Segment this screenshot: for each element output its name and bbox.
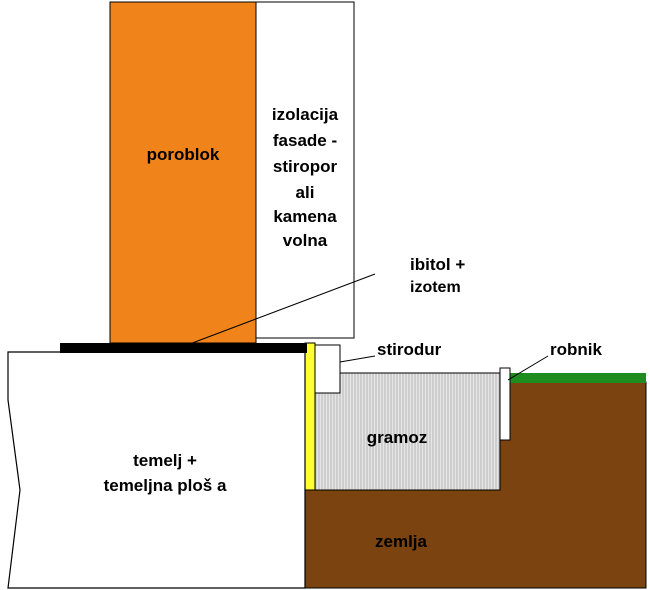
label-stirodur: stirodur bbox=[377, 340, 442, 359]
foundation-slab bbox=[7, 351, 306, 589]
label-izolacija-2: fasade - bbox=[273, 131, 337, 150]
waterproof-strip bbox=[304, 342, 316, 491]
label-ibitol-1: ibitol + bbox=[410, 255, 465, 274]
leader-ibitol bbox=[186, 273, 376, 346]
label-gramoz: gramoz bbox=[367, 428, 427, 447]
leader-stirodur bbox=[339, 355, 376, 363]
label-izolacija-5: kamena bbox=[273, 207, 337, 226]
label-robnik: robnik bbox=[550, 340, 602, 359]
poroblok-wall bbox=[109, 1, 257, 344]
grass-strip bbox=[510, 373, 646, 383]
label-zemlja: zemlja bbox=[375, 532, 428, 551]
label-temelj-1: temelj + bbox=[133, 451, 197, 470]
label-izolacija-4: ali bbox=[296, 183, 315, 202]
label-izolacija-1: izolacija bbox=[272, 105, 339, 124]
label-izolacija-3: stiropor bbox=[273, 157, 338, 176]
leader-robnik bbox=[507, 355, 549, 381]
stirodur-block bbox=[314, 344, 341, 394]
label-poroblok: poroblok bbox=[147, 145, 220, 164]
label-temelj-2: temeljna ploš a bbox=[104, 476, 227, 495]
label-ibitol-2: izotem bbox=[410, 279, 461, 296]
facade-insulation bbox=[255, 1, 355, 339]
curb-robnik bbox=[499, 367, 511, 441]
membrane-strip bbox=[60, 343, 307, 353]
label-izolacija-6: volna bbox=[283, 231, 328, 250]
